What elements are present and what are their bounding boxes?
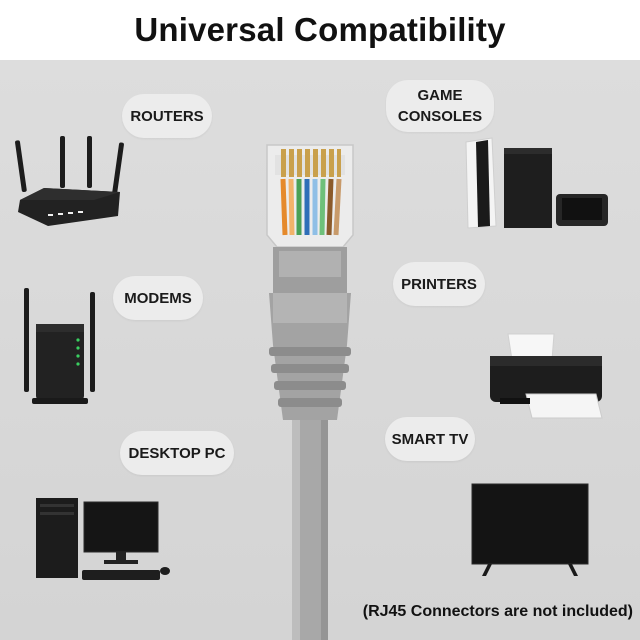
label-smart-tv: SMART TV	[385, 417, 475, 461]
title-banner: Universal Compatibility	[0, 0, 640, 60]
label-smart-tv-text: SMART TV	[391, 430, 469, 448]
label-game-consoles: GAME CONSOLES	[386, 80, 494, 132]
smart-tv-icon	[471, 483, 589, 576]
label-routers: ROUTERS	[122, 94, 212, 138]
game-console-icon	[465, 137, 608, 229]
modem-icon	[24, 288, 95, 404]
label-printers: PRINTERS	[393, 262, 485, 306]
label-desktop-pc: DESKTOP PC	[120, 431, 234, 475]
label-modems-text: MODEMS	[124, 289, 192, 307]
printer-icon	[490, 333, 603, 419]
ethernet-cable-icon	[266, 144, 354, 640]
label-routers-text: ROUTERS	[130, 107, 204, 125]
label-printers-text: PRINTERS	[401, 275, 477, 293]
desktop-pc-icon	[36, 498, 170, 580]
router-icon	[15, 136, 124, 226]
label-game-consoles-text: GAME CONSOLES	[397, 87, 483, 125]
page-title: Universal Compatibility	[134, 11, 506, 48]
footnote: (RJ45 Connectors are not included)	[362, 603, 633, 620]
label-desktop-pc-text: DESKTOP PC	[128, 444, 226, 462]
label-modems: MODEMS	[113, 276, 203, 320]
